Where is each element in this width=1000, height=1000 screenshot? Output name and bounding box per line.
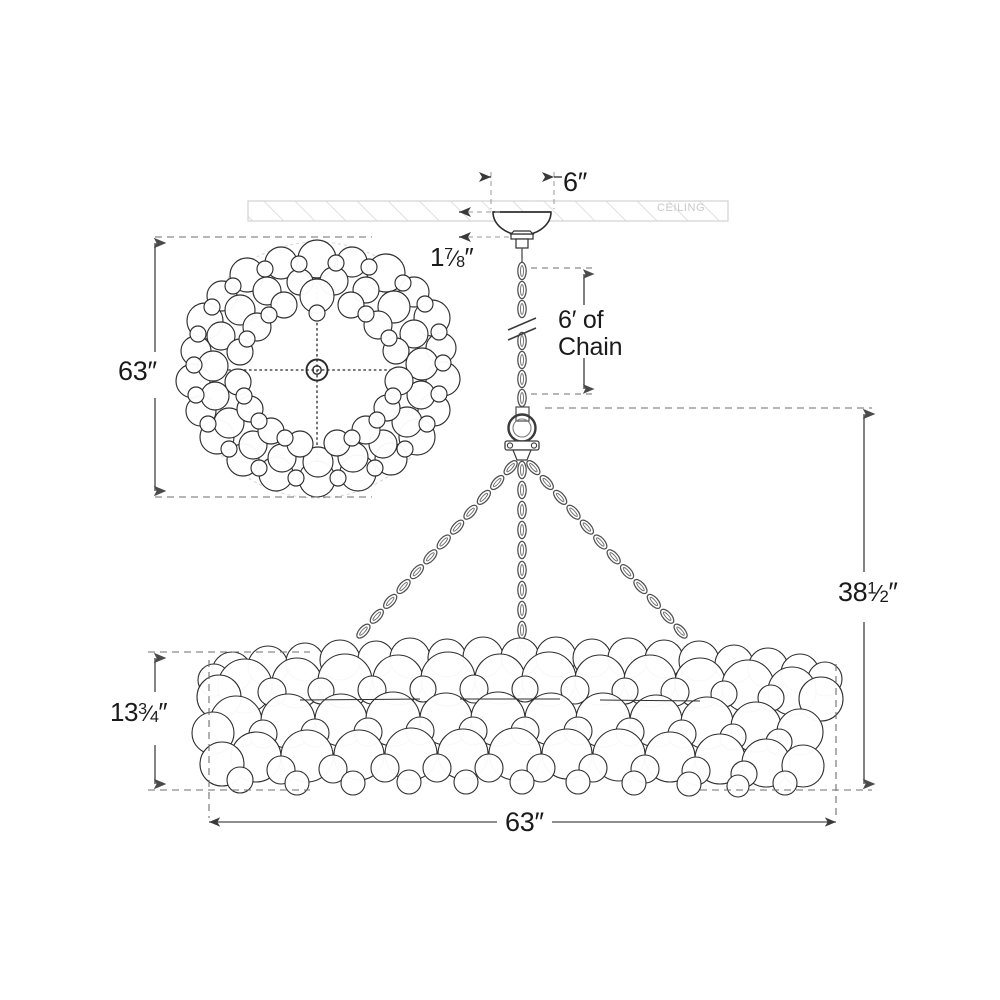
dimension-6-canopy	[478, 171, 562, 209]
dimension-6ft-of-chain	[531, 267, 595, 395]
body-frame-lines	[299, 698, 701, 702]
hanger-ring	[504, 413, 540, 461]
dimension-label-63-width: 63″	[505, 807, 544, 837]
dimension-label-63-diameter: 63″	[118, 356, 157, 386]
plan-view-bubble-ring	[175, 239, 461, 499]
chandelier-body-globes	[191, 636, 844, 798]
dimension-63-diameter	[153, 236, 372, 498]
dimension-label-13-3-4: 133⁄4″	[110, 697, 168, 727]
chandelier-support-chains	[353, 457, 691, 660]
dimension-label-1-7-8: 17⁄8″	[430, 242, 474, 272]
ceiling-band	[247, 200, 729, 222]
ceiling-label: CEILING	[657, 202, 706, 214]
main-suspension-chain	[507, 248, 537, 422]
canopy	[492, 211, 552, 249]
dimension-13-3-4-body-height	[148, 651, 310, 818]
dimension-label-6-canopy: 6″	[563, 167, 587, 197]
dimension-38-1-2-overall-drop	[545, 407, 876, 818]
dimension-label-38-1-2: 381⁄2″	[838, 577, 898, 607]
dimension-1-7-8-canopy-height	[459, 206, 512, 243]
